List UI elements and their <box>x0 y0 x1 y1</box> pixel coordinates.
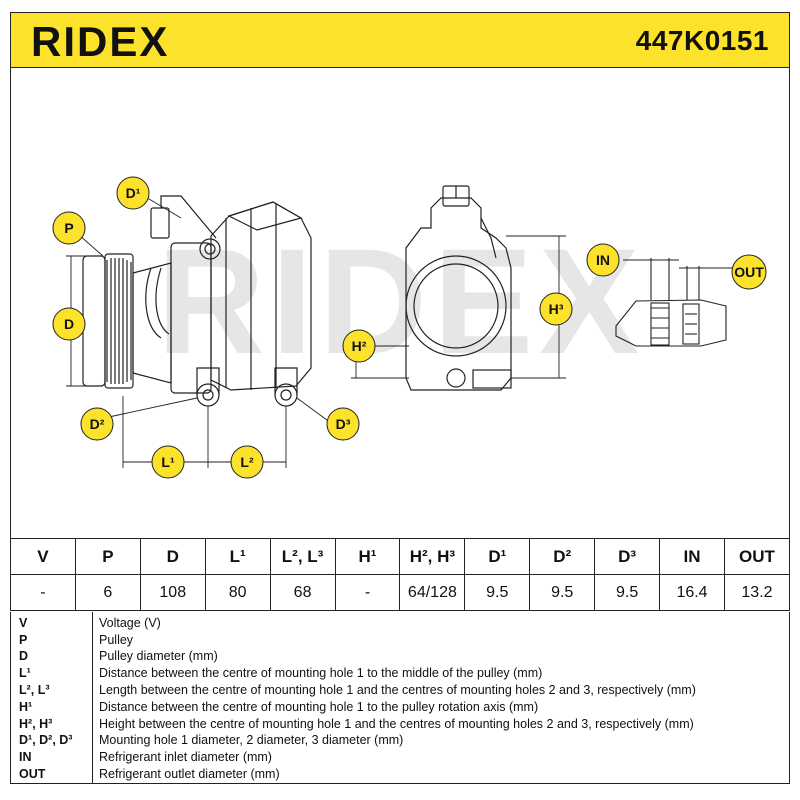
svg-text:D²: D² <box>90 416 105 432</box>
callout-l1: L¹ <box>151 445 185 479</box>
spec-value-h2-h3: 64/128 <box>399 574 466 611</box>
callout-h2: H² <box>342 329 376 363</box>
legend-abbr: L¹ <box>10 665 93 682</box>
spec-header-v: V <box>10 538 76 575</box>
spec-header-p: P <box>74 538 141 575</box>
spec-value-d2: 9.5 <box>529 574 596 611</box>
svg-text:L¹: L¹ <box>161 454 175 470</box>
pulley-grooves <box>106 258 132 384</box>
svg-text:D: D <box>64 316 74 332</box>
svg-text:L²: L² <box>240 454 254 470</box>
spec-header-d3: D³ <box>594 538 661 575</box>
ridex-logo: RIDEX <box>31 19 169 63</box>
legend-abbr: OUT <box>10 765 93 784</box>
spec-header-row: V P D L¹ L², L³ H¹ H², H³ D¹ D² D³ IN OU… <box>10 538 791 575</box>
callout-d1: D¹ <box>116 176 150 210</box>
spec-header-d2: D² <box>529 538 596 575</box>
side-view <box>82 195 312 407</box>
spec-value-d3: 9.5 <box>594 574 661 611</box>
legend-text: Pulley <box>92 631 790 649</box>
callout-d2: D² <box>80 407 114 441</box>
spec-table: V P D L¹ L², L³ H¹ H², H³ D¹ D² D³ IN OU… <box>10 538 791 611</box>
part-number: 447K0151 <box>635 25 769 56</box>
legend-abbr: H², H³ <box>10 715 93 733</box>
legend-abbr: D <box>10 648 93 666</box>
callout-p: P <box>52 211 86 245</box>
legend-text: Pulley diameter (mm) <box>92 648 790 666</box>
spec-value-h1: - <box>334 574 401 611</box>
spec-header-h1: H¹ <box>334 538 401 575</box>
front-view <box>405 185 512 391</box>
spec-header-in: IN <box>659 538 725 575</box>
legend-abbr: V <box>10 612 93 632</box>
brand-logo-text: RIDEX <box>31 19 169 63</box>
spec-value-row: - 6 108 80 68 - 64/128 9.5 9.5 9.5 16.4 … <box>10 574 791 611</box>
pulley-front <box>82 255 106 387</box>
spec-header-l2-l3: L², L³ <box>269 538 336 575</box>
legend-abbr: L², L³ <box>10 681 93 699</box>
callout-l2: L² <box>230 445 264 479</box>
callout-d3: D³ <box>326 407 360 441</box>
spec-value-l2-l3: 68 <box>269 574 336 611</box>
spec-header-l1: L¹ <box>204 538 271 575</box>
spec-value-d: 108 <box>139 574 206 611</box>
spec-header-d: D <box>139 538 206 575</box>
legend-abbr: IN <box>10 749 93 766</box>
legend-text: Voltage (V) <box>92 612 790 632</box>
legend-abbr: P <box>10 631 93 649</box>
svg-text:OUT: OUT <box>734 264 764 280</box>
header-bar: RIDEX 447K0151 <box>10 12 790 68</box>
legend-text: Refrigerant inlet diameter (mm) <box>92 749 790 766</box>
spec-header-d1: D¹ <box>464 538 531 575</box>
svg-text:IN: IN <box>596 252 610 268</box>
callout-h3: H³ <box>539 292 573 326</box>
legend-abbr: H¹ <box>10 698 93 716</box>
legend-text: Distance between the centre of mounting … <box>92 698 790 716</box>
spec-value-in: 16.4 <box>659 574 725 611</box>
watermark-text: RIDEX <box>157 217 645 385</box>
callout-in: IN <box>586 243 620 277</box>
spec-value-l1: 80 <box>204 574 271 611</box>
svg-text:D³: D³ <box>336 416 351 432</box>
legend-abbr: D¹, D², D³ <box>10 732 93 750</box>
svg-text:H²: H² <box>352 338 367 354</box>
spec-value-p: 6 <box>74 574 141 611</box>
callout-out: OUT <box>731 254 767 290</box>
spec-value-d1: 9.5 <box>464 574 531 611</box>
spec-value-v: - <box>10 574 76 611</box>
legend-text: Mounting hole 1 diameter, 2 diameter, 3 … <box>92 732 790 750</box>
callout-d: D <box>52 307 86 341</box>
callouts: P D D¹ D² D³ L¹ L² H² H³ IN OUT <box>52 176 767 479</box>
spec-value-out: 13.2 <box>723 574 791 611</box>
legend-text: Distance between the centre of mounting … <box>92 665 790 682</box>
svg-text:P: P <box>64 220 73 236</box>
spec-header-out: OUT <box>723 538 791 575</box>
svg-text:H³: H³ <box>549 301 564 317</box>
inlet-outlet-detail <box>615 258 733 347</box>
spec-header-h2-h3: H², H³ <box>399 538 466 575</box>
svg-text:D¹: D¹ <box>126 185 141 201</box>
legend-text: Refrigerant outlet diameter (mm) <box>92 765 790 784</box>
legend-text: Height between the centre of mounting ho… <box>92 715 790 733</box>
compressor-drawing: RIDEX <box>52 176 767 479</box>
technical-drawing: RIDEX <box>10 68 790 538</box>
legend-text: Length between the centre of mounting ho… <box>92 681 790 699</box>
